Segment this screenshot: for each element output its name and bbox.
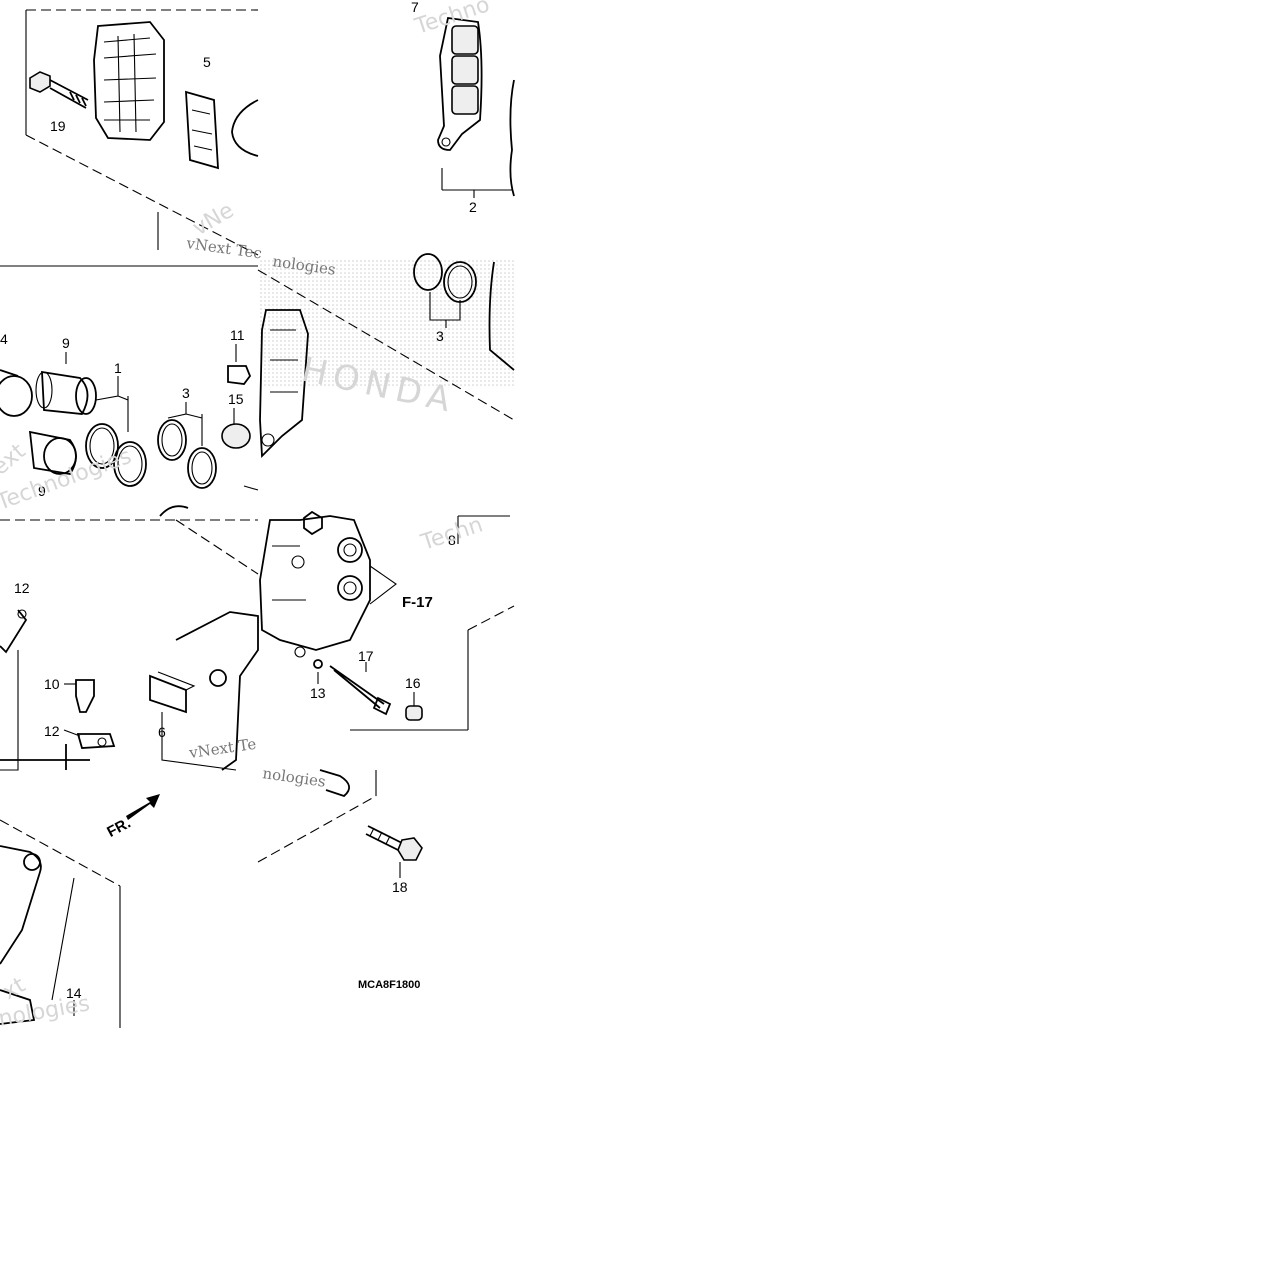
piston-part — [28, 430, 77, 475]
callout-4: 4 — [0, 331, 8, 347]
watermark: Techn — [417, 512, 486, 556]
callout-8: 8 — [448, 532, 456, 548]
watermark: ext — [0, 439, 31, 481]
callout-7: 7 — [411, 0, 419, 15]
callout-5: 5 — [203, 54, 211, 70]
bleeder-valve-part — [227, 365, 252, 385]
callout-19: 19 — [50, 118, 66, 134]
callout-12-top: 12 — [14, 580, 30, 596]
piston-seal-part — [85, 423, 147, 487]
callout-labels: 19 5 7 2 4 9 1 3 9 11 15 3 8 F-17 12 10 … — [0, 0, 477, 1001]
callout-16: 16 — [405, 675, 421, 691]
front-arrow — [126, 794, 160, 820]
tile-center-bottom — [259, 510, 515, 731]
caliper-body-part — [93, 21, 165, 141]
callout-6: 6 — [158, 724, 166, 740]
callout-1: 1 — [114, 360, 122, 376]
callout-9-top: 9 — [62, 335, 70, 351]
plug-part — [405, 705, 423, 721]
bracket-part — [149, 671, 196, 714]
dust-seal-part — [413, 253, 477, 303]
watermark: nologies — [261, 764, 326, 791]
watermark: xt — [0, 973, 30, 1006]
callout-10: 10 — [44, 676, 60, 692]
tile-top-left — [25, 9, 259, 256]
piston-part — [35, 370, 97, 415]
callout-18: 18 — [392, 879, 408, 895]
tile-lower-left — [0, 819, 121, 1028]
callout-15: 15 — [228, 391, 244, 407]
callout-17: 17 — [358, 648, 374, 664]
dust-seal-part — [157, 419, 217, 489]
tile-bottom-middle — [257, 769, 423, 878]
watermark: vNext Tec — [184, 234, 263, 263]
callout-9-bottom: 9 — [38, 483, 46, 499]
watermark: vNext Te — [187, 735, 257, 762]
callout-13: 13 — [310, 685, 326, 701]
support-bracket-part — [175, 611, 259, 771]
callout-3-right: 3 — [436, 328, 444, 344]
pad-spring-part — [185, 90, 219, 170]
bolt-part — [365, 825, 423, 861]
reference-f17: F-17 — [402, 594, 433, 611]
pin-part — [329, 665, 392, 716]
piston-part — [0, 369, 33, 417]
brake-pad-part — [437, 16, 483, 151]
tile-middle-left — [0, 265, 259, 521]
link-plate-part — [76, 733, 116, 749]
callout-12-bottom: 12 — [44, 723, 60, 739]
callout-2: 2 — [469, 199, 477, 215]
callout-14: 14 — [66, 985, 82, 1001]
bracket-part — [0, 845, 42, 965]
caliper-half-part — [259, 309, 309, 459]
tile-top-middle — [437, 16, 515, 198]
cap-part — [221, 423, 251, 449]
washer-part — [313, 659, 323, 669]
tile-center — [257, 253, 515, 459]
callout-3-left: 3 — [182, 385, 190, 401]
tile-bottom-left — [0, 519, 259, 820]
bleeder-valve-part — [75, 679, 95, 713]
link-plate-part — [0, 609, 28, 654]
callout-11: 11 — [230, 327, 245, 343]
watermarks: Techno vNext Tec nologies Techn vNext Te… — [0, 0, 493, 1032]
bolt-part — [29, 71, 89, 109]
diagram-code: MCA8F1800 — [358, 979, 420, 991]
caliper-assembly-part — [259, 510, 371, 658]
